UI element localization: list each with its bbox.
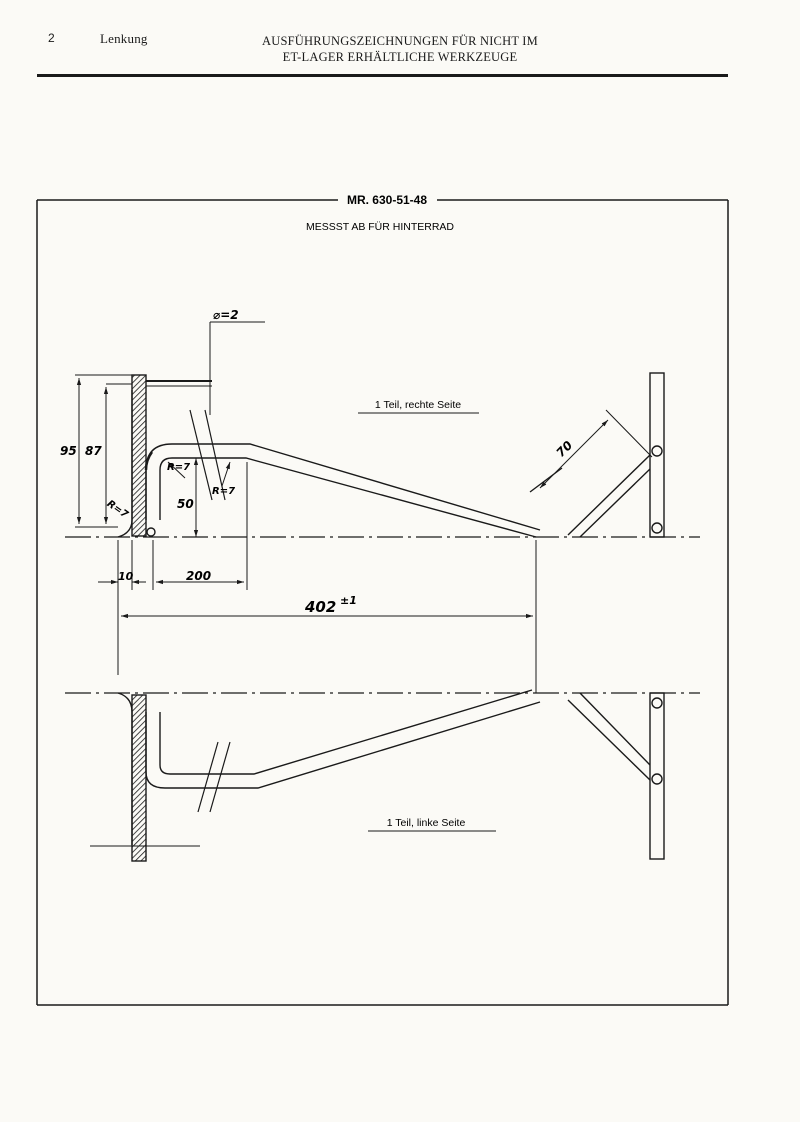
rod-outer bbox=[145, 443, 541, 531]
mounting-plate-lower-hatched bbox=[131, 694, 147, 862]
right-side-view bbox=[117, 372, 665, 538]
dim-200: 200 bbox=[186, 569, 211, 583]
part-number: MR. 630-51-48 bbox=[347, 193, 427, 207]
dim-radius-upper: R=7 bbox=[212, 486, 235, 497]
header-title-line-1: AUSFÜHRUNGSZEICHNUNGEN FÜR NICHT IM bbox=[262, 34, 538, 48]
mounting-plate-hatched bbox=[131, 374, 147, 537]
dimension-lines-upper bbox=[75, 321, 653, 693]
drawing-frame bbox=[36, 199, 729, 1006]
header-title-line-2: ET-LAGER ERHÄLTLICHE WERKZEUGE bbox=[282, 50, 518, 64]
center-lines bbox=[65, 536, 700, 694]
dim-402: 402 bbox=[304, 598, 336, 616]
header-rule bbox=[37, 74, 728, 77]
page-number: 2 bbox=[48, 31, 55, 45]
dim-10: 10 bbox=[118, 570, 134, 583]
dim-radius-bend: R=7 bbox=[167, 462, 190, 473]
dim-402-tolerance: ±1 bbox=[340, 594, 357, 607]
dim-50: 50 bbox=[177, 497, 194, 511]
part-name: MESSST AB FÜR HINTERRAD bbox=[306, 221, 454, 233]
section-title: Lenkung bbox=[100, 31, 148, 46]
left-side-view bbox=[90, 689, 665, 862]
dim-87: 87 bbox=[85, 444, 102, 458]
rod-inner bbox=[159, 457, 537, 538]
label-right-side: 1 Teil, rechte Seite bbox=[375, 399, 461, 411]
dim-radius-corner: R=7 bbox=[105, 498, 130, 520]
dim-95: 95 bbox=[60, 444, 77, 458]
label-left-side: 1 Teil, linke Seite bbox=[387, 817, 466, 829]
dim-diameter: ⌀=2 bbox=[213, 308, 239, 322]
